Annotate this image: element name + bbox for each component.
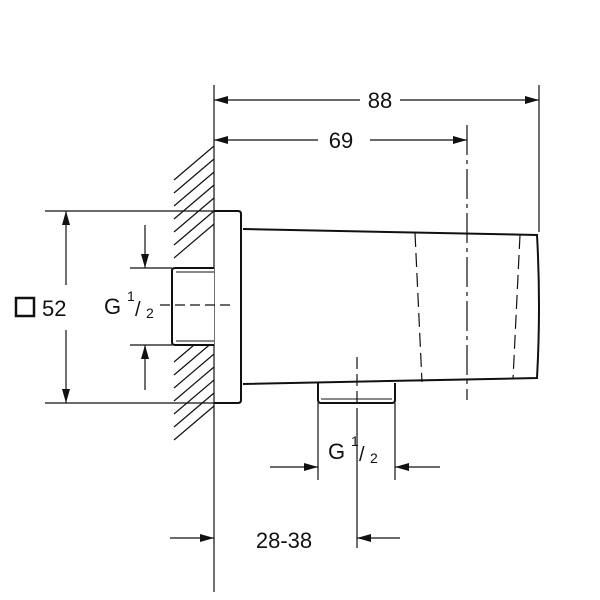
hatch-line xyxy=(173,171,215,207)
hatch-line xyxy=(173,223,215,259)
dim-69-label: 69 xyxy=(329,128,353,153)
dim-88-label: 88 xyxy=(368,88,392,113)
wall-flange xyxy=(214,210,242,404)
hatch-line xyxy=(173,197,215,233)
body-dashed-line xyxy=(512,234,521,380)
hatch-line xyxy=(173,392,215,428)
hatch-line xyxy=(173,158,215,194)
hatch-line xyxy=(173,405,215,441)
hatch-line xyxy=(173,184,215,220)
svg-text:/: / xyxy=(359,444,365,466)
dim-wall-offset-label: 28-38 xyxy=(256,528,312,553)
body-dashed-line xyxy=(414,232,423,383)
svg-text:/: / xyxy=(135,299,141,321)
wall-hatching xyxy=(173,145,215,441)
wall-pipe-thread xyxy=(171,267,214,346)
hatch-line xyxy=(173,379,215,415)
dim-52-label: 52 xyxy=(42,296,66,321)
outlet-thread-letter: G xyxy=(328,439,345,464)
hatch-line xyxy=(173,145,215,181)
wall-thread-num: 1 xyxy=(127,288,135,304)
square-icon xyxy=(14,296,36,318)
hatch-line xyxy=(173,210,215,246)
outlet-thread-den: 2 xyxy=(370,450,378,466)
body-outline xyxy=(242,228,540,385)
hatch-line xyxy=(173,340,215,376)
outlet-thread-num: 1 xyxy=(351,433,359,449)
hatch-line xyxy=(173,353,215,389)
hatch-line xyxy=(173,366,215,402)
wall-thread-letter: G xyxy=(104,294,121,319)
wall-thread-den: 2 xyxy=(146,305,154,321)
